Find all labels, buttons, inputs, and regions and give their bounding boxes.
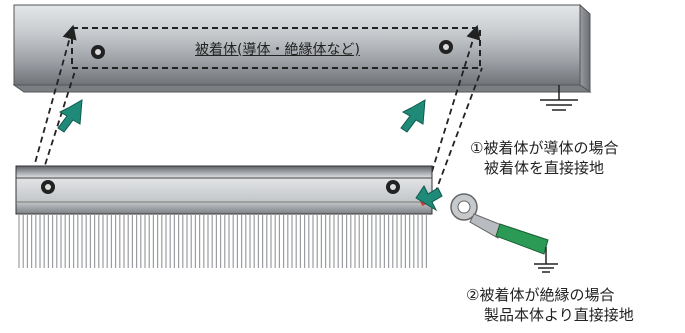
note-insulator-line1: ②被着体が絶縁の場合 xyxy=(466,286,615,304)
note-conductor-line1: ①被着体が導体の場合 xyxy=(470,139,619,157)
ground-icon xyxy=(534,263,558,273)
ground-cable xyxy=(495,223,549,264)
note-conductor: ①被着体が導体の場合 被着体を直接接地 xyxy=(470,138,618,178)
direction-arrow-left xyxy=(57,99,83,133)
note-insulator: ②被着体が絶縁の場合 製品本体より直接接地 xyxy=(466,285,634,325)
direction-arrow-contact xyxy=(415,185,443,212)
adherend-label: 被着体(導体・絶縁体など) xyxy=(195,42,360,58)
contact-area-outline xyxy=(71,27,481,69)
bolt-hole-icon xyxy=(41,180,55,194)
bolt-hole-icon xyxy=(386,180,400,194)
brush-bristles xyxy=(18,214,427,268)
product-bar xyxy=(15,165,433,215)
adherend-block xyxy=(12,3,592,93)
direction-arrow-right xyxy=(400,99,426,133)
note-insulator-line2: 製品本体より直接接地 xyxy=(484,306,634,324)
bolt-hole-icon xyxy=(91,45,105,59)
ring-terminal-icon xyxy=(450,193,505,239)
bolt-hole-icon xyxy=(439,40,453,54)
note-conductor-line2: 被着体を直接接地 xyxy=(484,159,605,177)
ground-icon xyxy=(540,85,578,111)
